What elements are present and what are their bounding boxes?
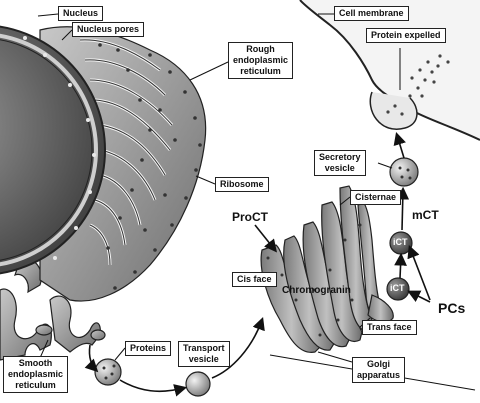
label-ribosome: Ribosome [215, 177, 269, 192]
label-cisternae: Cisternae [350, 190, 402, 205]
transport-vesicle-shape [185, 371, 211, 397]
label-nucleus-pores-text: Nucleus pores [77, 24, 140, 34]
flow-arrows [84, 131, 431, 397]
label-ribosome-text: Ribosome [220, 179, 264, 189]
label-rough-er-line1: Rough [246, 44, 275, 54]
smooth-er-tubes [0, 258, 106, 361]
label-cell-membrane-text: Cell membrane [339, 8, 404, 18]
label-smooth-er-line1: Smooth [18, 358, 53, 368]
label-secretory-vesicle-line1: Secretory [319, 152, 361, 162]
label-mct: mCT [412, 208, 439, 222]
label-nucleus-pores: Nucleus pores [72, 22, 145, 37]
label-smooth-er-line2: endoplasmic [8, 369, 64, 379]
label-proteins-text: Proteins [130, 343, 167, 353]
expelled-protein-dots [386, 54, 450, 116]
ict-vesicle-lower [386, 277, 410, 301]
exocytosis-pocket [369, 91, 418, 130]
label-rough-er: Rough endoplasmic reticulum [228, 42, 294, 79]
label-cis-face-text: Cis face [237, 274, 272, 284]
label-ict-lower: iCT [390, 283, 405, 293]
label-trans-face: Trans face [362, 320, 417, 335]
label-secretory-vesicle: Secretory vesicle [314, 150, 366, 176]
nucleus-pore-dots [23, 36, 96, 260]
label-cis-face: Cis face [232, 272, 277, 287]
proteins-vesicle [94, 358, 122, 386]
ribosome-dots [98, 43, 202, 290]
label-golgi-line2: apparatus [357, 370, 401, 380]
label-smooth-er: Smooth endoplasmic reticulum [3, 356, 69, 393]
label-proteins: Proteins [125, 341, 172, 356]
label-cell-membrane: Cell membrane [334, 6, 409, 21]
label-protein-expelled-text: Protein expelled [371, 30, 441, 40]
golgi-dots [266, 223, 362, 337]
label-protein-expelled: Protein expelled [366, 28, 446, 43]
label-transport-vesicle-line2: vesicle [188, 354, 219, 364]
nucleus [0, 25, 106, 275]
label-cisternae-text: Cisternae [355, 192, 397, 202]
label-golgi-apparatus: Golgi apparatus [352, 357, 406, 383]
label-rough-er-line2: endoplasmic [233, 55, 289, 65]
label-nucleus-text: Nucleus [63, 8, 99, 18]
label-smooth-er-line3: reticulum [15, 380, 56, 390]
label-golgi-line1: Golgi [367, 359, 390, 369]
label-ict-upper: iCT [393, 237, 408, 247]
label-transport-vesicle-line1: Transport [183, 343, 225, 353]
label-chromogranin: Chromogranin [282, 285, 351, 296]
label-nucleus: Nucleus [58, 6, 104, 21]
cell-membrane [299, 0, 480, 141]
golgi-apparatus [260, 185, 394, 353]
label-secretory-vesicle-line2: vesicle [324, 163, 355, 173]
label-proct: ProCT [232, 210, 268, 224]
label-transport-vesicle: Transport vesicle [178, 341, 230, 367]
label-rough-er-line3: reticulum [240, 66, 281, 76]
secretory-vesicle-shape [389, 157, 419, 187]
label-pcs: PCs [438, 300, 466, 316]
label-trans-face-text: Trans face [367, 322, 412, 332]
